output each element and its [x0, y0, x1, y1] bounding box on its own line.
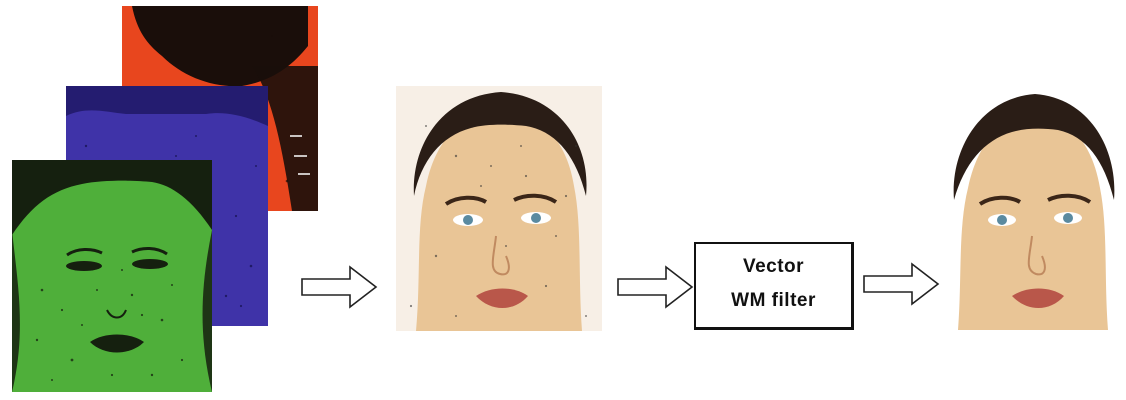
right-arrow-icon: [862, 262, 942, 311]
right-arrow-icon: [300, 265, 380, 314]
green-channel-image: [12, 160, 212, 392]
filtered-color-face-image: [940, 90, 1126, 330]
filter-label-line1: Vector: [696, 256, 851, 278]
right-arrow-icon: [616, 265, 696, 314]
noisy-color-face-image: [396, 86, 602, 331]
filter-label-line2: WM filter: [696, 290, 851, 312]
vector-wm-filter-box: Vector WM filter: [694, 242, 854, 330]
